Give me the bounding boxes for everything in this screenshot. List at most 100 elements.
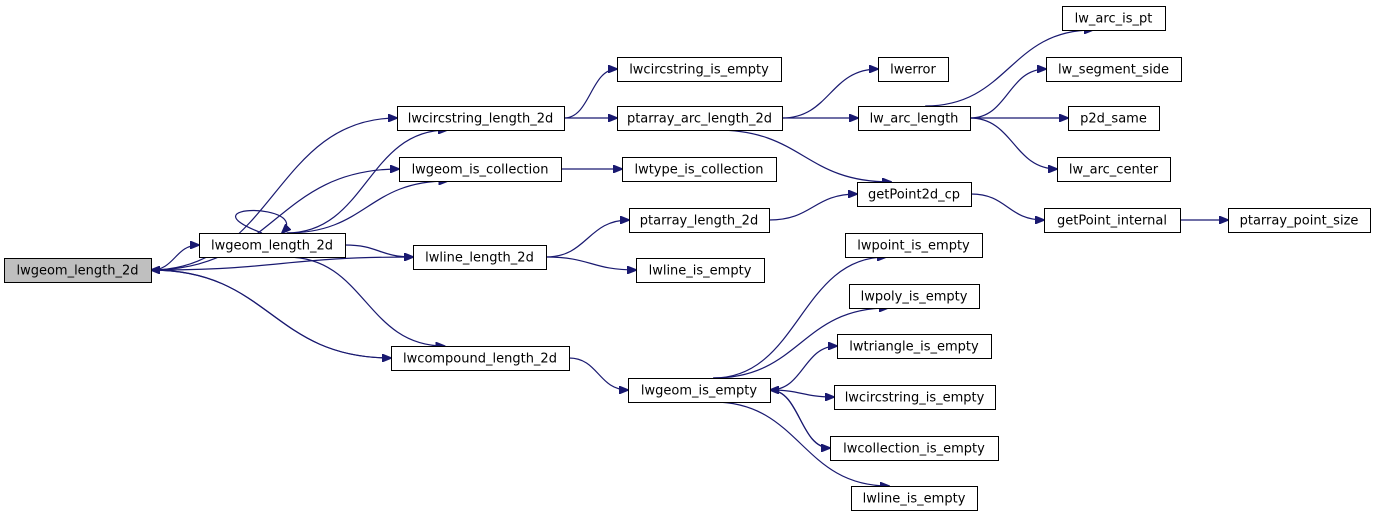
node-label: lwpoly_is_empty (861, 290, 968, 305)
node-label: lw_arc_center (1069, 163, 1159, 178)
node-box[interactable] (391, 346, 570, 371)
node-box[interactable] (399, 157, 562, 182)
node-lwpoly-is-empty[interactable]: lwpoly_is_empty (849, 284, 980, 309)
node-lwgeom-length-2d-root[interactable]: lwgeom_length_2d (4, 258, 152, 283)
node-box[interactable] (851, 486, 978, 511)
edges-layer (151, 30, 1228, 486)
edge-lwgeom_length_2d-to-lwgeom_is_collection (286, 181, 448, 234)
node-label: ptarray_point_size (1240, 214, 1359, 229)
node-box[interactable] (617, 57, 782, 82)
node-lw-segment-side[interactable]: lw_segment_side (1046, 57, 1182, 82)
node-lwgeom-is-collection[interactable]: lwgeom_is_collection (399, 157, 562, 182)
node-box[interactable] (845, 233, 983, 258)
node-label: lwgeom_is_collection (412, 163, 549, 178)
edge-lwgeom_length_2d-to-lwline_length_2d (344, 244, 413, 257)
node-box[interactable] (629, 208, 770, 233)
node-lwcircstring-is-empty-top[interactable]: lwcircstring_is_empty (617, 57, 782, 82)
edge-lwline_length_2d-to-ptarray_length_2d (545, 220, 629, 258)
node-box[interactable] (4, 258, 152, 283)
node-lwcircstring-is-empty-bot[interactable]: lwcircstring_is_empty (834, 385, 996, 410)
node-lwerror[interactable]: lwerror (878, 57, 949, 82)
node-box[interactable] (1046, 57, 1182, 82)
node-label: lwcompound_length_2d (403, 352, 557, 367)
node-label: lw_segment_side (1058, 63, 1169, 78)
node-lwgeom-is-empty[interactable]: lwgeom_is_empty (628, 378, 771, 403)
node-lwtriangle-is-empty[interactable]: lwtriangle_is_empty (837, 334, 992, 359)
node-box[interactable] (628, 378, 771, 403)
node-label: lwgeom_length_2d (16, 264, 138, 279)
edge-lw_arc_length-to-lw_segment_side (969, 69, 1046, 119)
node-label: lwcircstring_is_empty (845, 391, 985, 406)
node-ptarray-length-2d[interactable]: ptarray_length_2d (629, 208, 770, 233)
node-lw-arc-length[interactable]: lw_arc_length (858, 106, 971, 131)
edge-lw_arc_length-to-lw_arc_center (969, 117, 1057, 169)
node-box[interactable] (849, 284, 980, 309)
edge-lw_arc_length-to-lw_arc_is_pt (925, 30, 1093, 107)
node-label: getPoint_internal (1057, 214, 1167, 229)
edge-lwgeom_is_empty-to-lwline_is_empty_bot (713, 401, 889, 486)
node-box[interactable] (837, 334, 992, 359)
node-box[interactable] (397, 106, 565, 131)
node-box[interactable] (617, 106, 783, 131)
node-label: lwgeom_length_2d (211, 239, 333, 254)
node-label: p2d_same (1080, 112, 1147, 127)
edge-ptarray_length_2d-to-getPoint2d_cp (768, 194, 857, 221)
node-ptarray-point-size[interactable]: ptarray_point_size (1228, 208, 1371, 233)
node-box[interactable] (1062, 6, 1166, 31)
node-box[interactable] (857, 182, 972, 207)
node-box[interactable] (1044, 208, 1181, 233)
node-label: lwerror (890, 63, 936, 78)
edge-getPoint2d_cp-to-getPoint_internal (970, 193, 1044, 220)
node-getPoint2d-cp[interactable]: getPoint2d_cp (857, 182, 972, 207)
node-label: lwcircstring_length_2d (408, 112, 554, 127)
node-box[interactable] (199, 233, 346, 258)
node-getPoint-internal[interactable]: getPoint_internal (1044, 208, 1181, 233)
node-box[interactable] (622, 157, 777, 182)
node-label: getPoint2d_cp (868, 188, 960, 203)
node-box[interactable] (1068, 106, 1160, 131)
edge-lwline_length_2d-to-lwline_is_empty_mid (545, 256, 636, 270)
node-box[interactable] (834, 385, 996, 410)
node-lwcircstring-length-2d[interactable]: lwcircstring_length_2d (397, 106, 565, 131)
edge-lwgeom_is_empty-to-lwcircstring_is_empty_bot (769, 389, 834, 397)
node-label: lwtype_is_collection (634, 163, 763, 178)
edge-lwgeom_length_2d-to-lwcompound_length_2d (286, 256, 445, 346)
edge-lwgeom_length_2d-to-lwgeom_length_2d (234, 209, 287, 234)
node-lw-arc-is-pt[interactable]: lw_arc_is_pt (1062, 6, 1166, 31)
node-box[interactable] (413, 245, 547, 270)
node-label: ptarray_arc_length_2d (627, 112, 772, 127)
node-label: ptarray_length_2d (640, 214, 758, 229)
node-label: lw_arc_is_pt (1075, 12, 1153, 27)
node-lwtype-is-collection[interactable]: lwtype_is_collection (622, 157, 777, 182)
node-box[interactable] (858, 106, 971, 131)
node-lwcollection-is-empty[interactable]: lwcollection_is_empty (830, 436, 999, 461)
node-lwline-length-2d[interactable]: lwline_length_2d (413, 245, 547, 270)
node-lwcompound-length-2d[interactable]: lwcompound_length_2d (391, 346, 570, 371)
node-lwpoint-is-empty[interactable]: lwpoint_is_empty (845, 233, 983, 258)
node-lw-arc-center[interactable]: lw_arc_center (1057, 157, 1171, 182)
edge-lwgeom_length_2d_root-to-lwcircstring_length_2d (150, 118, 397, 271)
edge-lwgeom_is_empty-to-lwtriangle_is_empty (769, 346, 837, 391)
edge-lwgeom_length_2d-to-lwcircstring_length_2d (286, 130, 448, 234)
node-lwgeom-length-2d[interactable]: lwgeom_length_2d (199, 233, 346, 258)
edge-lwgeom_length_2d_root-to-lwline_length_2d (150, 257, 413, 271)
node-box[interactable] (878, 57, 949, 82)
node-box[interactable] (1228, 208, 1371, 233)
node-lwline-is-empty-mid[interactable]: lwline_is_empty (636, 258, 765, 283)
node-label: lwcollection_is_empty (843, 442, 985, 457)
node-ptarray-arc-length-2d[interactable]: ptarray_arc_length_2d (617, 106, 783, 131)
edge-ptarray_arc_length_2d-to-getPoint2d_cp (715, 129, 891, 182)
node-lwline-is-empty-bot[interactable]: lwline_is_empty (851, 486, 978, 511)
node-box[interactable] (830, 436, 999, 461)
node-label: lwline_length_2d (425, 251, 534, 266)
edge-ptarray_arc_length_2d-to-lwerror (781, 69, 878, 119)
node-box[interactable] (636, 258, 765, 283)
node-p2d-same[interactable]: p2d_same (1068, 106, 1160, 131)
edge-lwcollection_is_empty-to-lwgeom_is_empty (770, 390, 831, 449)
node-label: lwline_is_empty (863, 492, 966, 507)
edge-lwcircstring_length_2d-to-lwcircstring_is_empty_top (563, 69, 617, 119)
node-box[interactable] (1057, 157, 1171, 182)
node-label: lwline_is_empty (649, 264, 752, 279)
node-label: lwcircstring_is_empty (629, 63, 769, 78)
